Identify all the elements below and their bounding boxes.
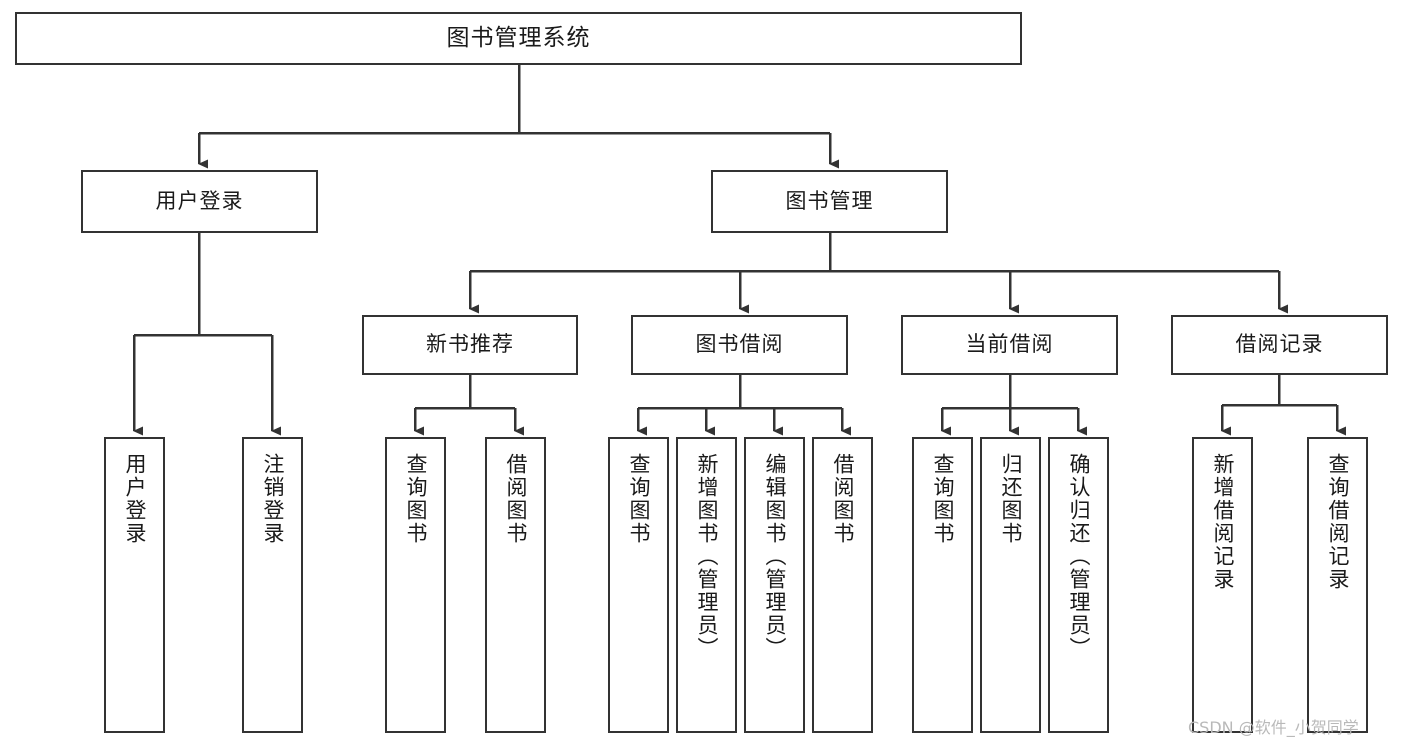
node-label: 借阅图书 <box>503 453 528 545</box>
node-label: 查询图书 <box>403 453 428 545</box>
node-label: 新书推荐 <box>426 332 514 357</box>
leaf-add-borrow-record[interactable]: 新增借阅记录 <box>1192 437 1253 733</box>
leaf-query-borrow-record[interactable]: 查询借阅记录 <box>1307 437 1368 733</box>
leaf-edit-book[interactable]: 编辑图书（管理员） <box>744 437 805 733</box>
node-label: 归还图书 <box>998 453 1023 545</box>
node-label: 当前借阅 <box>965 332 1054 357</box>
node-user-login[interactable]: 用户登录 <box>81 170 318 233</box>
node-label: 查询图书 <box>626 453 651 545</box>
node-root-book-management-system[interactable]: 图书管理系统 <box>15 12 1022 65</box>
node-label: 注销登录 <box>260 453 285 545</box>
node-label: 确认归还（管理员） <box>1066 453 1091 660</box>
leaf-borrow-book-1[interactable]: 借阅图书 <box>485 437 546 733</box>
leaf-query-book-1[interactable]: 查询图书 <box>385 437 446 733</box>
node-label: 借阅图书 <box>830 453 855 545</box>
leaf-query-book-2[interactable]: 查询图书 <box>608 437 669 733</box>
node-current-borrow[interactable]: 当前借阅 <box>901 315 1118 375</box>
leaf-add-book[interactable]: 新增图书（管理员） <box>676 437 737 733</box>
node-book-borrow[interactable]: 图书借阅 <box>631 315 848 375</box>
node-label: 用户登录 <box>122 453 147 545</box>
node-label: 图书管理系统 <box>446 24 591 51</box>
node-label: 查询图书 <box>930 453 955 545</box>
leaf-borrow-book-2[interactable]: 借阅图书 <box>812 437 873 733</box>
node-label: 新增借阅记录 <box>1210 453 1235 591</box>
node-book-management[interactable]: 图书管理 <box>711 170 948 233</box>
node-label: 图书管理 <box>785 188 874 213</box>
node-borrow-record[interactable]: 借阅记录 <box>1171 315 1388 375</box>
leaf-user-login[interactable]: 用户登录 <box>104 437 165 733</box>
leaf-return-book[interactable]: 归还图书 <box>980 437 1041 733</box>
node-label: 图书借阅 <box>695 332 784 357</box>
node-label: 借阅记录 <box>1235 332 1324 357</box>
leaf-query-book-3[interactable]: 查询图书 <box>912 437 973 733</box>
leaf-logout-login[interactable]: 注销登录 <box>242 437 303 733</box>
node-new-book-recommend[interactable]: 新书推荐 <box>362 315 578 375</box>
node-label: 编辑图书（管理员） <box>762 453 787 660</box>
leaf-confirm-return[interactable]: 确认归还（管理员） <box>1048 437 1109 733</box>
node-label: 查询借阅记录 <box>1325 453 1350 591</box>
node-label: 新增图书（管理员） <box>694 453 719 660</box>
csdn-watermark: CSDN @软件_小贺同学 <box>1188 718 1359 737</box>
node-label: 用户登录 <box>155 188 244 213</box>
